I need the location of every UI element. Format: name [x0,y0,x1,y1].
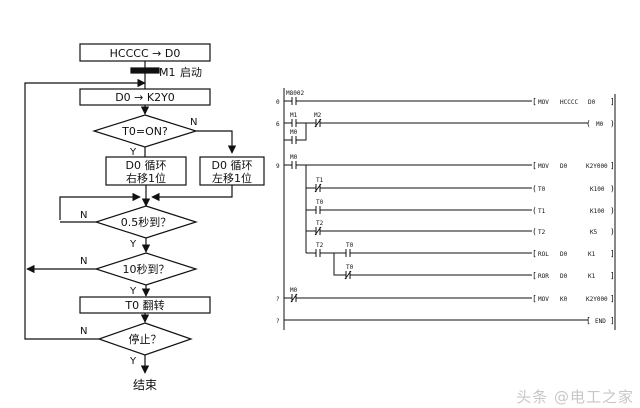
coil-value: K100 [590,186,605,193]
coil-label: T1 [538,208,546,215]
instr-bracket: [ [532,249,537,258]
contact-label: M2 [314,112,322,119]
instr-bracket: ] [610,161,615,170]
contact-symbol-nc [314,183,322,193]
flow-arrow [196,130,237,154]
instr-arg: D0 [560,163,568,170]
flowchart: HCCCC → D0 M1 启动 D0 → K2Y0 T0=ON? N Y D0… [24,43,265,392]
flow-y-label: Y [129,239,137,250]
ladder-diagram: 0 M8002 [ MOV HCCCC D0 ] 6 M1 M2 ( M0 ) … [276,88,616,330]
flow-decision-ten-second-text: 10秒到？ [123,262,170,276]
instr-bracket: ] [610,97,615,106]
watermark: 头条 @电工之家 [516,388,634,406]
contact-label: T0 [316,199,324,206]
coil-bracket: ( [532,227,537,236]
flow-box-mov-k2y0-text: D0 → K2Y0 [115,91,175,104]
coil-bracket: ) [610,184,615,193]
coil-bracket: ( [532,206,537,215]
contact-symbol-nc [314,226,322,236]
contact-symbol-nc [344,270,352,280]
contact-label: M0 [290,287,298,294]
instr-arg: HCCCC [560,99,578,106]
flow-box-rotate-right-line1: D0 循环 [126,159,167,172]
rung-step-number: 9 [276,163,280,170]
instr-bracket: [ [532,294,537,303]
contact-label: T1 [316,177,324,184]
coil-bracket: ) [610,119,615,128]
instr-bracket: [ [532,97,537,106]
instr-arg: D0 [588,99,596,106]
coil-bracket: ( [532,184,537,193]
flow-y-label: Y [129,356,137,367]
coil-bracket: ) [610,227,615,236]
rung-wire [296,123,307,141]
instr-arg: D0 [560,251,568,258]
flow-end-label: 结束 [133,378,157,392]
end-instruction: END [595,318,606,325]
instr-arg: K1 [588,273,596,280]
instr-op: MOV [538,163,549,170]
flow-box-mov-hcccc-text: HCCCC → D0 [110,47,181,60]
coil-bracket: ) [610,206,615,215]
flow-decision-stop-text: 停止？ [129,332,162,346]
rung-wire [333,253,346,276]
flow-decision-t0-text: T0=ON? [121,125,168,138]
contact-label: M8002 [286,90,304,97]
instr-op: ROL [538,251,549,258]
flow-box-rotate-left-line1: D0 循环 [212,159,253,172]
flow-y-label: Y [129,147,137,158]
flow-arrow [59,192,141,220]
flow-arrow [151,185,233,202]
coil-label: T0 [538,186,546,193]
coil-bracket: ( [586,119,591,128]
instr-bracket: [ [532,271,537,280]
flow-m1-contact-bar [130,67,160,74]
rung-step-number: 0 [276,99,280,106]
coil-label: M0 [596,121,604,128]
flow-loop-back-arrow [24,78,146,340]
instr-arg: K2Y000 [586,163,608,170]
flow-start-label: 启动 [180,66,202,79]
instr-arg: K0 [560,296,568,303]
rung-step-number: ? [276,318,280,325]
contact-label: T0 [346,242,354,249]
flow-n-label: N [80,326,87,337]
instr-arg: K2Y000 [586,296,608,303]
instr-op: MOV [538,296,549,303]
flow-n-label: N [190,117,197,128]
flow-decision-half-second-text: 0.5秒到？ [121,215,172,229]
contact-symbol-nc [314,118,322,128]
flow-m1-label: M1 [159,66,176,79]
contact-label: T0 [346,264,354,271]
rung-step-number: ? [276,296,280,303]
rung-step-number: 6 [276,121,280,128]
instr-bracket: ] [610,294,615,303]
instr-bracket: ] [610,249,615,258]
coil-value: K5 [590,229,598,236]
instr-arg: D0 [560,273,568,280]
contact-label: M1 [290,112,298,119]
contact-symbol-nc [290,293,298,303]
contact-label: T2 [316,220,324,227]
flow-box-rotate-right-line2: 右移1位 [126,171,166,185]
end-bracket: ] [610,316,615,325]
contact-label: M0 [290,154,298,161]
instr-op: MOV [538,99,549,106]
instr-bracket: [ [532,161,537,170]
coil-label: T2 [538,229,546,236]
flow-box-toggle-t0-text: T0 翻转 [124,298,164,312]
flow-n-label: N [80,210,87,221]
coil-value: K100 [590,208,605,215]
contact-label: M0 [290,129,298,136]
contact-label: T2 [316,242,324,249]
instr-bracket: ] [610,271,615,280]
instr-op: ROR [538,273,549,280]
rung-wire [283,123,292,141]
end-bracket: [ [586,316,591,325]
flow-box-rotate-left-line2: 左移1位 [212,171,252,185]
instr-arg: K1 [588,251,596,258]
flow-n-label: N [80,256,87,267]
flow-y-label: Y [129,286,137,297]
